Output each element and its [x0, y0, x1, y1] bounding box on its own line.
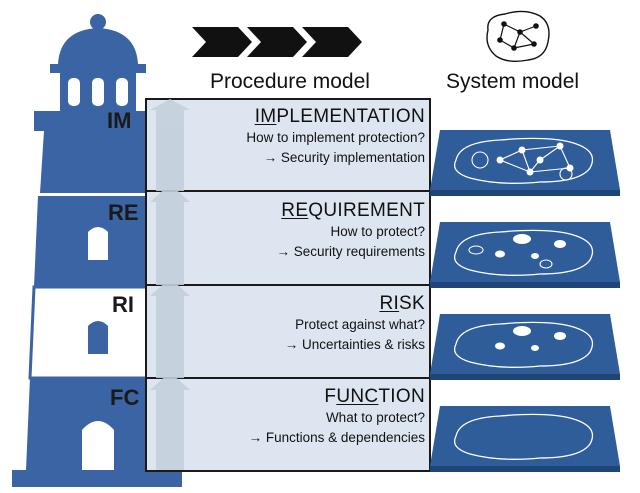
procedure-model-heading: Procedure model	[210, 70, 370, 93]
system-model-heading: System model	[446, 70, 580, 93]
layer-outcome: → Security implementation	[263, 150, 425, 165]
plate-re	[430, 222, 620, 288]
tower-window-ri	[88, 321, 108, 354]
chevron-icon	[192, 27, 252, 57]
plate-ri	[430, 314, 620, 380]
layer-title: IMPLEMENTATION	[254, 106, 425, 127]
lighthouse-lantern-cap	[50, 64, 146, 73]
layer-outcome: → Uncertainties & risks	[284, 337, 425, 352]
chevron-icon	[302, 27, 362, 57]
abbr-fc: FC	[110, 385, 140, 410]
tower-window-re	[88, 227, 108, 260]
layer-outcome: → Security requirements	[276, 244, 425, 259]
lighthouse	[12, 14, 182, 487]
procedure-bands	[145, 98, 431, 472]
tower-door	[82, 421, 114, 470]
lighthouse-dome	[58, 28, 138, 64]
lantern-window	[68, 78, 80, 106]
abbr-im: IM	[107, 108, 132, 133]
band-ri	[145, 284, 431, 379]
layer-question: Protect against what?	[295, 317, 425, 332]
abbr-re: RE	[108, 200, 139, 225]
layer-question: How to protect?	[330, 224, 425, 239]
layer-title: FUNCTION	[324, 386, 425, 407]
layer-fc-text: FUNCTION What to protect? → Functions & …	[249, 386, 425, 448]
layer-title: RISK	[379, 293, 425, 314]
plate-fc	[430, 406, 620, 472]
lantern-window	[116, 78, 128, 106]
layer-im-text: IMPLEMENTATION How to implement protecti…	[246, 106, 425, 168]
abbr-ri: RI	[112, 292, 134, 317]
band-im	[145, 98, 431, 192]
lighthouse-finial	[90, 14, 106, 30]
band-re	[145, 190, 431, 286]
layer-title: REQUIREMENT	[281, 200, 425, 221]
tower-section-im	[40, 131, 154, 193]
layer-question: How to implement protection?	[246, 130, 425, 145]
plate-im	[430, 130, 620, 196]
band-fc	[145, 377, 431, 472]
layer-ri-text: RISK Protect against what? → Uncertainti…	[285, 293, 425, 355]
layer-re-text: REQUIREMENT How to protect? → Security r…	[276, 200, 425, 262]
system-plates	[430, 130, 620, 472]
upward-arrows	[150, 99, 190, 470]
lighthouse-gallery	[34, 111, 160, 131]
process-chevrons	[192, 27, 362, 57]
lantern-window	[92, 78, 104, 106]
layer-outcome: → Functions & dependencies	[248, 430, 425, 445]
tower-stripe	[38, 193, 156, 196]
layer-question: What to protect?	[325, 410, 425, 425]
chevron-icon	[247, 27, 307, 57]
lighthouse-base	[12, 470, 182, 487]
system-network-icon	[486, 10, 550, 63]
